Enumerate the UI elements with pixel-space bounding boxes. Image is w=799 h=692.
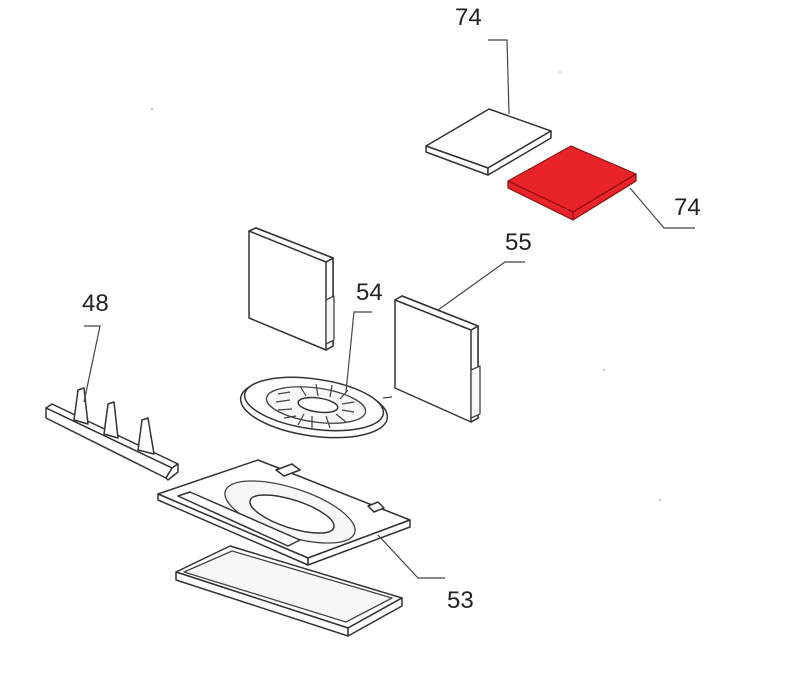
grate-center — [297, 396, 339, 414]
part-54-round-grate[interactable] — [237, 370, 393, 447]
red-tile-side-face — [572, 173, 637, 221]
leader-54 — [345, 311, 372, 393]
base-frame-plate[interactable] — [157, 459, 411, 566]
panel-55-foot — [470, 365, 481, 419]
grate-slots — [275, 383, 355, 429]
leader-55 — [437, 261, 525, 311]
plate-side-face — [307, 519, 411, 566]
bracket-fin-3 — [137, 417, 155, 455]
panel-top-edge — [248, 227, 334, 263]
plate-clip — [367, 501, 385, 513]
speck — [658, 498, 662, 502]
part-74-white-tile[interactable] — [425, 108, 552, 176]
leader-53 — [377, 534, 445, 579]
callout-54: 54 — [356, 279, 383, 306]
leader-48 — [83, 325, 101, 403]
callout-55: 55 — [505, 229, 532, 256]
red-tile-top-face — [507, 145, 637, 213]
bracket-end — [165, 463, 179, 481]
tile-side-face — [487, 130, 552, 176]
tray-side-face — [347, 597, 403, 637]
callout-53: 53 — [447, 587, 474, 614]
part-74-highlighted-tile[interactable] — [507, 145, 637, 221]
callout-48: 48 — [82, 290, 109, 317]
plate-tab — [275, 463, 301, 477]
leader-74-red — [629, 187, 695, 229]
panel-foot — [325, 295, 335, 345]
plate-opening — [249, 494, 335, 534]
leader-74-top — [488, 39, 510, 115]
callout-74-red: 74 — [674, 194, 701, 221]
grate-pin — [382, 396, 393, 399]
part-55-side-panel[interactable] — [394, 295, 481, 423]
ash-tray[interactable] — [175, 545, 403, 637]
callout-74-top: 74 — [455, 4, 482, 31]
speck — [150, 107, 154, 111]
panel-55-top-edge — [394, 295, 479, 331]
left-side-panel[interactable] — [248, 227, 335, 351]
bracket-fin-2 — [103, 401, 119, 439]
speck — [558, 70, 562, 74]
plate-handle-bar — [177, 491, 301, 547]
tray-inner — [183, 550, 393, 623]
speck — [602, 368, 606, 372]
part-48-fin-bracket[interactable] — [45, 387, 179, 481]
